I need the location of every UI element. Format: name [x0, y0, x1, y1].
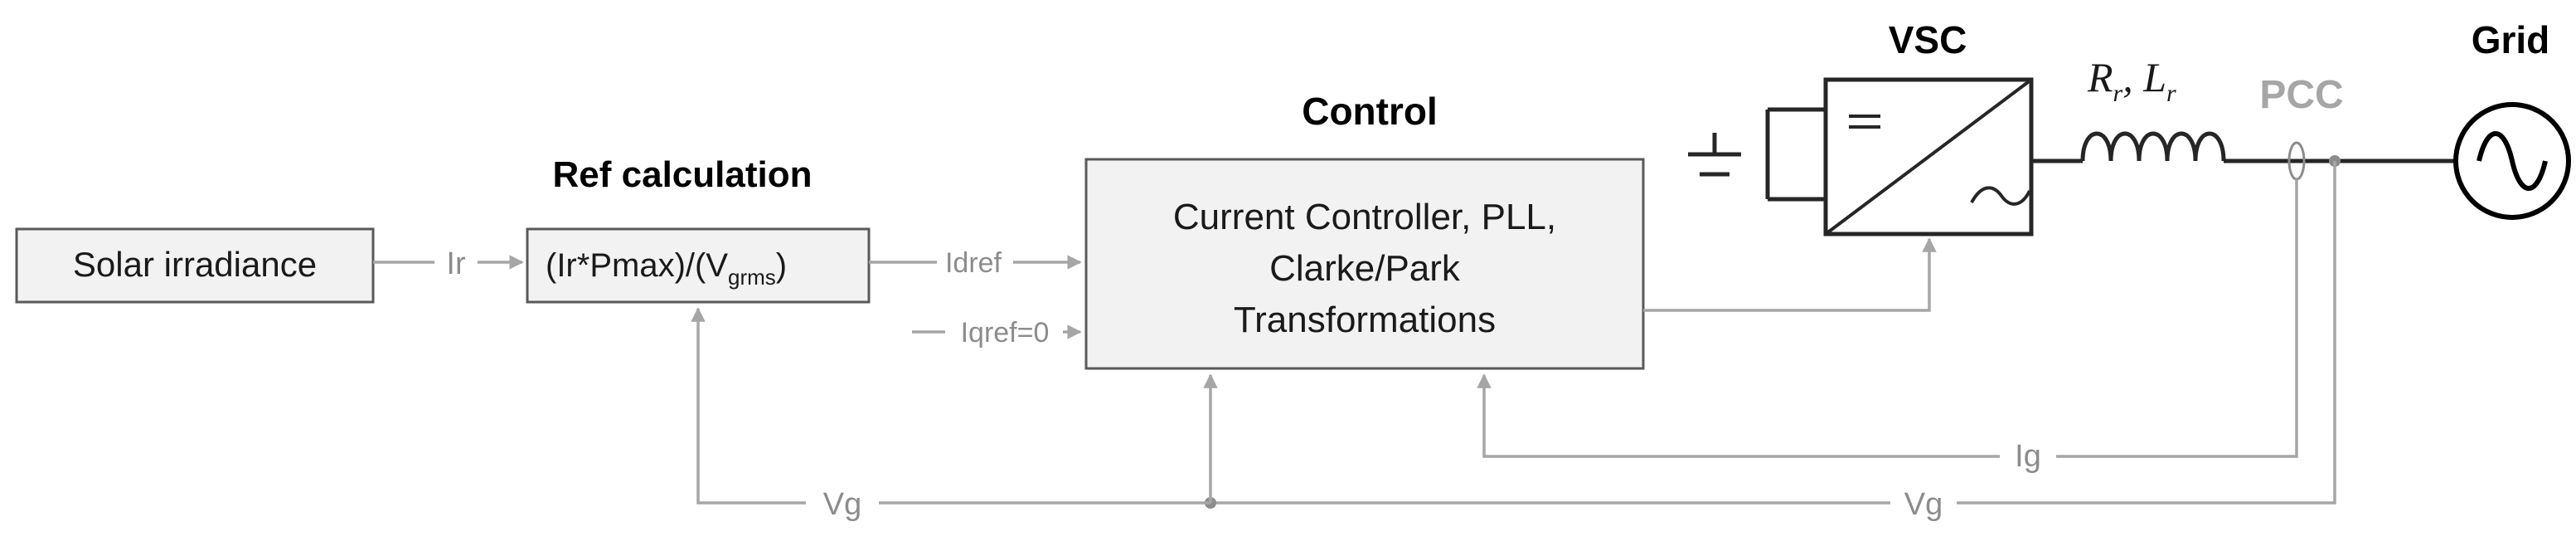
control-line-1: Current Controller, PLL,	[1173, 197, 1556, 237]
inductor-icon	[2080, 131, 2226, 162]
ref-calculation-block: (Ir*Pmax)/(Vgrms)	[526, 227, 871, 304]
grid-source-icon	[2453, 102, 2571, 220]
ig-label: Ig	[2015, 439, 2041, 474]
vsc-block	[1823, 77, 2034, 236]
idref-label: Idref	[945, 247, 1002, 279]
vsc-title: VSC	[1889, 18, 1967, 61]
control-block: Current Controller, PLL, Clarke/Park Tra…	[1084, 158, 1645, 370]
grid-title: Grid	[2472, 18, 2550, 61]
control-to-vsc-signal	[1643, 237, 1937, 312]
battery-icon	[1688, 107, 1826, 202]
ac-symbol-icon	[1970, 186, 2031, 206]
pcc-title: PCC	[2259, 73, 2343, 117]
vg-label-left: Vg	[823, 487, 861, 522]
control-title: Control	[1302, 90, 1438, 133]
control-line-3: Transformations	[1234, 300, 1496, 340]
ir-signal: Ir	[373, 246, 524, 281]
idref-signal: Idref	[869, 247, 1082, 279]
ref-calculation-title: Ref calculation	[553, 154, 813, 195]
solar-irradiance-block: Solar irradiance	[15, 227, 375, 304]
control-line-2: Clarke/Park	[1269, 248, 1461, 289]
ig-feedback-signal: Ig	[1477, 179, 2298, 474]
ref-calculation-formula: (Ir*Pmax)/(Vgrms)	[546, 247, 787, 290]
dc-symbol-icon	[1849, 115, 1880, 129]
filter-label: Rr, Lr	[2087, 54, 2176, 107]
ir-label: Ir	[446, 246, 466, 281]
vg-label-right: Vg	[1904, 487, 1943, 522]
solar-irradiance-label: Solar irradiance	[73, 245, 317, 284]
vg-feedback-signal: Vg Vg	[691, 161, 2336, 522]
iqref-signal: Iqref=0	[912, 317, 1082, 349]
iqref-label: Iqref=0	[961, 317, 1050, 349]
